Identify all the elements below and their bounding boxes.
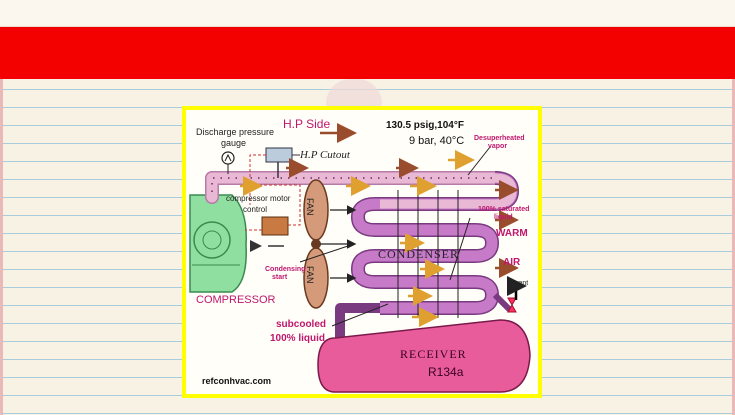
receiver-label: RECEIVER (400, 347, 467, 361)
right-margin-line (732, 0, 735, 415)
left-margin-line (0, 0, 3, 415)
discharge-gauge-label-2: gauge (221, 138, 246, 148)
condenser-coil (351, 171, 519, 318)
top-strip (0, 0, 735, 27)
subcooled-label-2: 100% liquid (270, 333, 325, 344)
condensing-label-2: start (272, 274, 288, 281)
condensing-label-1: Condensing (265, 266, 305, 273)
hp-side-label: H.P Side (283, 117, 330, 131)
discharge-line (205, 171, 502, 204)
flow-arrows (240, 123, 519, 327)
condenser-label: CONDENSER (378, 247, 459, 261)
hp-cutout-label: H.P Cutout (299, 149, 351, 161)
vent-valve-icon (507, 276, 527, 313)
discharge-gauge-label-1: Discharge pressure (196, 127, 274, 137)
hp-cutout-switch (249, 147, 300, 178)
pointer-lines (299, 146, 491, 327)
condenser-fan (303, 179, 357, 309)
red-header-bar (0, 27, 735, 79)
subcooled-label-1: subcooled (276, 319, 326, 330)
discharge-gauge-icon (221, 151, 235, 174)
vent-line (492, 292, 513, 313)
motor-control-label-2: control (243, 205, 267, 214)
warm-label: WARM (496, 228, 528, 239)
motor-control-box (245, 184, 301, 252)
pressure-label-1: 130.5 psig,104°F (386, 120, 464, 131)
vent-label: vent (515, 280, 528, 287)
faded-stamp-icon (326, 79, 382, 109)
pressure-label-2: 9 bar, 40°C (409, 135, 464, 147)
fan-bottom-label: FAN (305, 266, 315, 284)
desuperheated-label-1: Desuperheated (474, 135, 525, 142)
motor-control-label-1: compressor motor (226, 194, 291, 203)
desuperheated-label-2: vapor (488, 143, 507, 150)
saturated-label-1: 100% saturated (478, 206, 529, 213)
refrigerant-label: R134a (428, 365, 464, 379)
fan-top-label: FAN (305, 198, 315, 216)
air-label: AIR (503, 257, 521, 268)
receiver-tank (317, 319, 531, 393)
compressor-label: COMPRESSOR (196, 294, 276, 306)
saturated-label-2: liquid (494, 214, 513, 221)
liquid-line (335, 303, 380, 340)
website-label: refconhvac.com (202, 376, 271, 386)
compressor (189, 194, 247, 293)
